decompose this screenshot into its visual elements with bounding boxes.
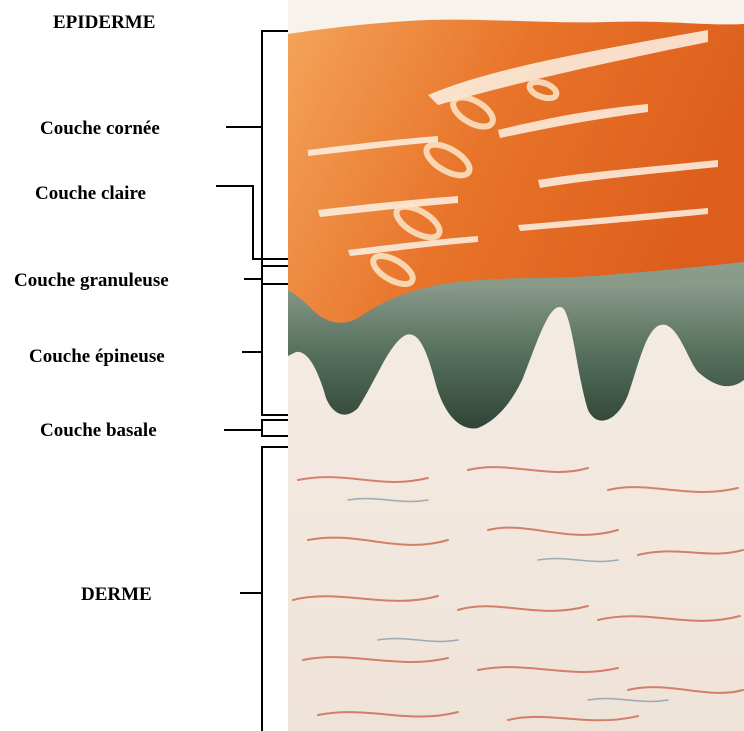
skin-histology-image: [288, 0, 744, 731]
basale-bracket: [262, 420, 288, 436]
claire-bracket: [216, 186, 288, 259]
epiderme-bracket: [262, 31, 288, 415]
bracket-annotations: [0, 0, 290, 731]
derme-bracket: [262, 447, 288, 731]
granuleuse-bracket: [262, 266, 288, 284]
